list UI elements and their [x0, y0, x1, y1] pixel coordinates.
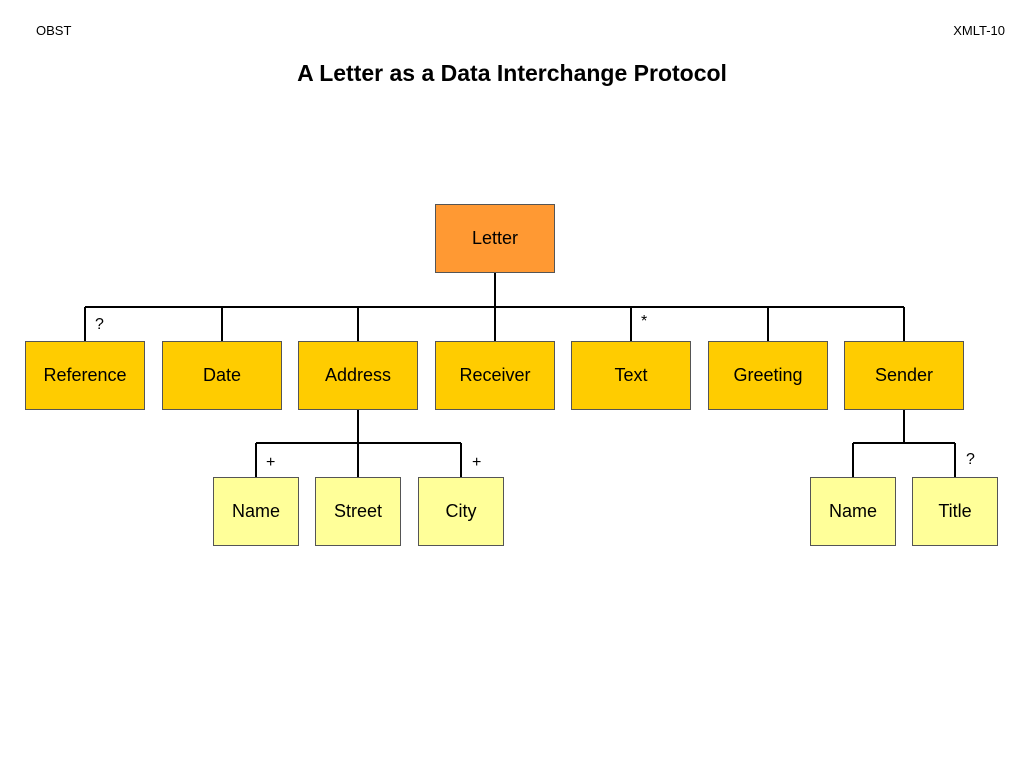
node-label: Name — [828, 501, 877, 521]
node-label: Title — [938, 501, 972, 521]
node-text: Text — [571, 341, 691, 410]
node-label: Name — [231, 501, 280, 521]
node-address-street: Street — [315, 477, 401, 546]
node-label: Reference — [43, 365, 127, 385]
header-left-label: OBST — [36, 23, 72, 38]
node-address-city: City — [418, 477, 504, 546]
header-right-label: XMLT-10 — [953, 23, 1005, 38]
node-sender-name: Name — [810, 477, 896, 546]
node-date: Date — [162, 341, 282, 410]
node-receiver: Receiver — [435, 341, 555, 410]
node-label: Receiver — [459, 365, 531, 385]
occurrence-marker-address-name: + — [266, 454, 276, 471]
occurrence-marker-sender-title: ? — [966, 451, 975, 468]
node-address: Address — [298, 341, 418, 410]
node-sender-title: Title — [912, 477, 998, 546]
occurrence-marker-reference: ? — [95, 316, 104, 333]
node-label: Greeting — [733, 365, 803, 385]
slide-title: A Letter as a Data Interchange Protocol — [297, 60, 727, 86]
node-letter: Letter — [435, 204, 555, 273]
node-label: Date — [202, 365, 242, 385]
node-label: Street — [333, 501, 383, 521]
node-label: Letter — [471, 228, 519, 248]
node-label: Address — [324, 365, 392, 385]
node-label: Text — [614, 365, 648, 385]
occurrence-marker-text: * — [641, 313, 648, 330]
occurrence-marker-address-city: + — [472, 454, 482, 471]
node-label: Sender — [874, 365, 934, 385]
node-label: City — [445, 501, 477, 521]
node-address-name: Name — [213, 477, 299, 546]
node-sender: Sender — [844, 341, 964, 410]
node-greeting: Greeting — [708, 341, 828, 410]
node-reference: Reference — [25, 341, 145, 410]
